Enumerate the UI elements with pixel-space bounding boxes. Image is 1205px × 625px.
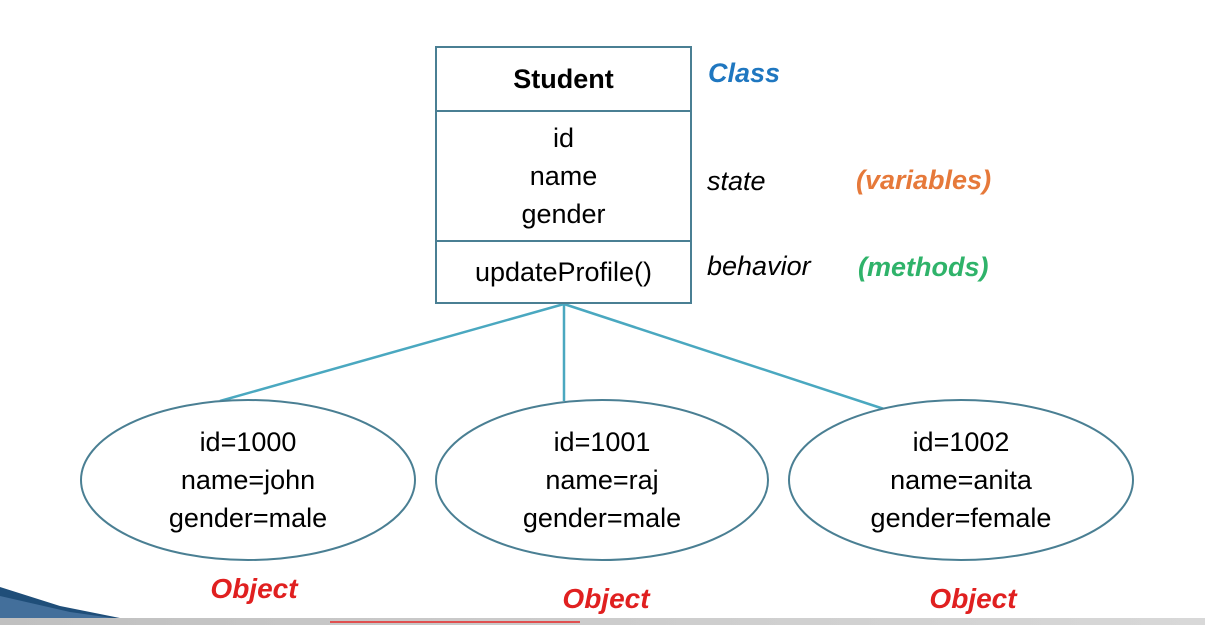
class-name: Student (437, 48, 690, 112)
object-3-label: Object (929, 583, 1017, 614)
object-1-id: id=1000 (199, 427, 297, 457)
class-attributes: id name gender (437, 112, 690, 242)
connector-line-3 (563, 302, 885, 411)
object-2-text: id=1001 name=raj gender=male (437, 423, 767, 537)
object-2-label: Object (562, 583, 650, 614)
object-2-name: name=raj (545, 465, 659, 495)
object-1-name: name=john (180, 465, 316, 495)
object-1-label: Object (210, 573, 298, 604)
class-box: Student id name gender updateProfile() (435, 46, 692, 304)
object-3-gender: gender=female (870, 503, 1052, 533)
object-2-gender: gender=male (522, 503, 682, 533)
methods-label: (methods) (858, 252, 989, 282)
attribute-name: name (529, 161, 598, 191)
object-ellipse-2 (435, 399, 769, 561)
variables-label: (variables) (856, 165, 992, 195)
object-ellipse-1 (80, 399, 416, 561)
footer-accent (330, 621, 580, 623)
footer-divider (0, 618, 1205, 625)
object-ellipse-3 (788, 399, 1134, 561)
object-3-name: name=anita (890, 465, 1032, 495)
object-1-text: id=1000 name=john gender=male (83, 423, 413, 537)
connector-line-1 (219, 302, 565, 403)
object-1-gender: gender=male (168, 503, 328, 533)
swoosh-highlight (0, 596, 140, 622)
class-method: updateProfile() (474, 256, 653, 287)
object-3-id: id=1002 (912, 427, 1010, 457)
attribute-id: id (552, 123, 574, 153)
object-2-id: id=1001 (553, 427, 651, 457)
state-label: state (707, 166, 766, 196)
object-3-text: id=1002 name=anita gender=female (796, 423, 1126, 537)
class-label: Class (708, 58, 781, 88)
attribute-gender: gender (521, 199, 606, 229)
behavior-label: behavior (707, 251, 811, 281)
